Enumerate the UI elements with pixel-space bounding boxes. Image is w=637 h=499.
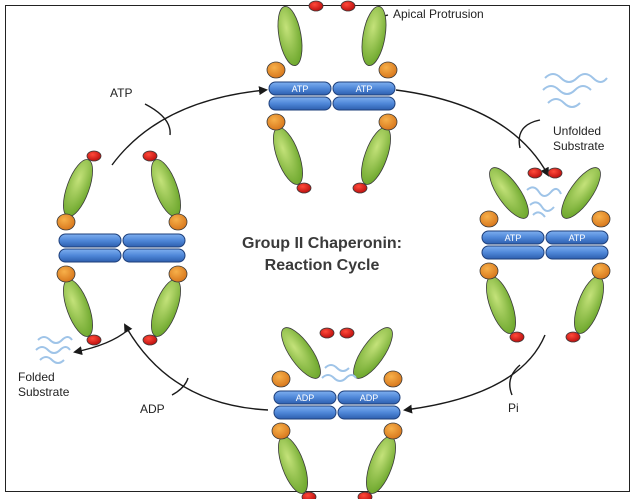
equatorial-ring-left (268, 96, 332, 111)
nucleotide-badge: ATP (505, 233, 522, 243)
equatorial-ring-left (481, 245, 545, 260)
equatorial-ring-right (337, 390, 401, 405)
arrow-right-to-bottom (403, 334, 546, 414)
intermediate-domain (168, 265, 188, 283)
apical-domain (489, 167, 529, 219)
apical-protrusion (339, 327, 355, 339)
intermediate-domain (271, 370, 291, 388)
equatorial-ring-right (332, 81, 396, 96)
apical-domain (486, 276, 516, 334)
apical-protrusion (352, 182, 368, 194)
intermediate-domain (591, 210, 611, 228)
chaperonin-right-substrate-binding: ATP ATP (479, 167, 611, 343)
equatorial-ring-left (58, 248, 122, 263)
nucleotide-badge: ATP (569, 233, 586, 243)
apical-domain (277, 5, 303, 67)
apical-domain (278, 436, 308, 494)
intermediate-domain (383, 422, 403, 440)
intermediate-domain (383, 370, 403, 388)
equatorial-ring-left (268, 81, 332, 96)
apical-protrusion (319, 327, 335, 339)
substrate-in-bottom-complex (321, 364, 357, 382)
unfolded-substrate-squiggle (542, 73, 608, 108)
chaperonin-left-open (56, 150, 188, 346)
apical-domain (151, 279, 181, 337)
label-unfolded-2: Substrate (553, 139, 605, 153)
equatorial-ring-left (273, 390, 337, 405)
arrow-atp-input (144, 103, 171, 136)
arrow-unfolded-input (518, 119, 541, 149)
apical-domain (561, 167, 601, 219)
apical-domain (361, 127, 391, 185)
apical-protrusion (308, 0, 324, 12)
diagram-title-line1: Group II Chaperonin: (242, 235, 402, 252)
equatorial-ring-right (122, 233, 186, 248)
apical-domain (151, 159, 181, 217)
intermediate-domain (56, 213, 76, 231)
substrate-in-right-complex (526, 186, 562, 218)
apical-domain (273, 127, 303, 185)
label-atp-input: ATP (110, 86, 132, 100)
apical-protrusion (340, 0, 356, 12)
intermediate-domain (378, 61, 398, 79)
apical-protrusion (86, 334, 102, 346)
nucleotide-badge: ADP (296, 393, 315, 403)
apical-domain (574, 276, 604, 334)
apical-protrusion (301, 491, 317, 499)
apical-protrusion (296, 182, 312, 194)
arrow-pi-output (509, 364, 521, 396)
intermediate-domain (56, 265, 76, 283)
apical-domain (281, 327, 321, 379)
label-unfolded-1: Unfolded (553, 124, 601, 138)
folded-substrate-squiggle (35, 336, 73, 364)
label-adp-output: ADP (140, 402, 165, 416)
apical-protrusion (142, 334, 158, 346)
apical-domain (366, 436, 396, 494)
apical-domain (63, 279, 93, 337)
apical-protrusion (357, 491, 373, 499)
arrow-folded-output (73, 329, 129, 356)
apical-protrusion (86, 150, 102, 162)
arrow-top-to-right (395, 89, 549, 177)
arrow-adp-output (171, 377, 189, 396)
equatorial-ring-left (58, 233, 122, 248)
equatorial-ring-right (122, 248, 186, 263)
label-folded-2: Substrate (18, 385, 70, 399)
apical-protrusion (547, 167, 563, 179)
intermediate-domain (479, 262, 499, 280)
intermediate-domain (168, 213, 188, 231)
diagram-title-line2: Reaction Cycle (265, 257, 380, 274)
apical-domain (361, 5, 387, 67)
intermediate-domain (378, 113, 398, 131)
intermediate-domain (271, 422, 291, 440)
intermediate-domain (266, 113, 286, 131)
apical-domain (63, 159, 93, 217)
nucleotide-badge: ADP (360, 393, 379, 403)
apical-protrusion (142, 150, 158, 162)
label-apical-protrusion: Apical Protrusion (393, 7, 484, 21)
arrow-left-to-top (111, 86, 268, 166)
equatorial-ring-right (545, 230, 609, 245)
label-folded-1: Folded (18, 370, 55, 384)
equatorial-ring-right (337, 405, 401, 420)
label-pi: Pi (508, 401, 519, 415)
equatorial-ring-left (273, 405, 337, 420)
equatorial-ring-right (332, 96, 396, 111)
chaperonin-bottom-closed: ADP ADP (271, 327, 403, 499)
intermediate-domain (479, 210, 499, 228)
equatorial-ring-right (545, 245, 609, 260)
apical-protrusion (527, 167, 543, 179)
equatorial-ring-left (481, 230, 545, 245)
intermediate-domain (591, 262, 611, 280)
apical-protrusion (509, 331, 525, 343)
intermediate-domain (266, 61, 286, 79)
nucleotide-badge: ATP (292, 84, 309, 94)
chaperonin-top-atp-bound: ATP ATP (266, 0, 398, 194)
apical-protrusion (565, 331, 581, 343)
nucleotide-badge: ATP (356, 84, 373, 94)
